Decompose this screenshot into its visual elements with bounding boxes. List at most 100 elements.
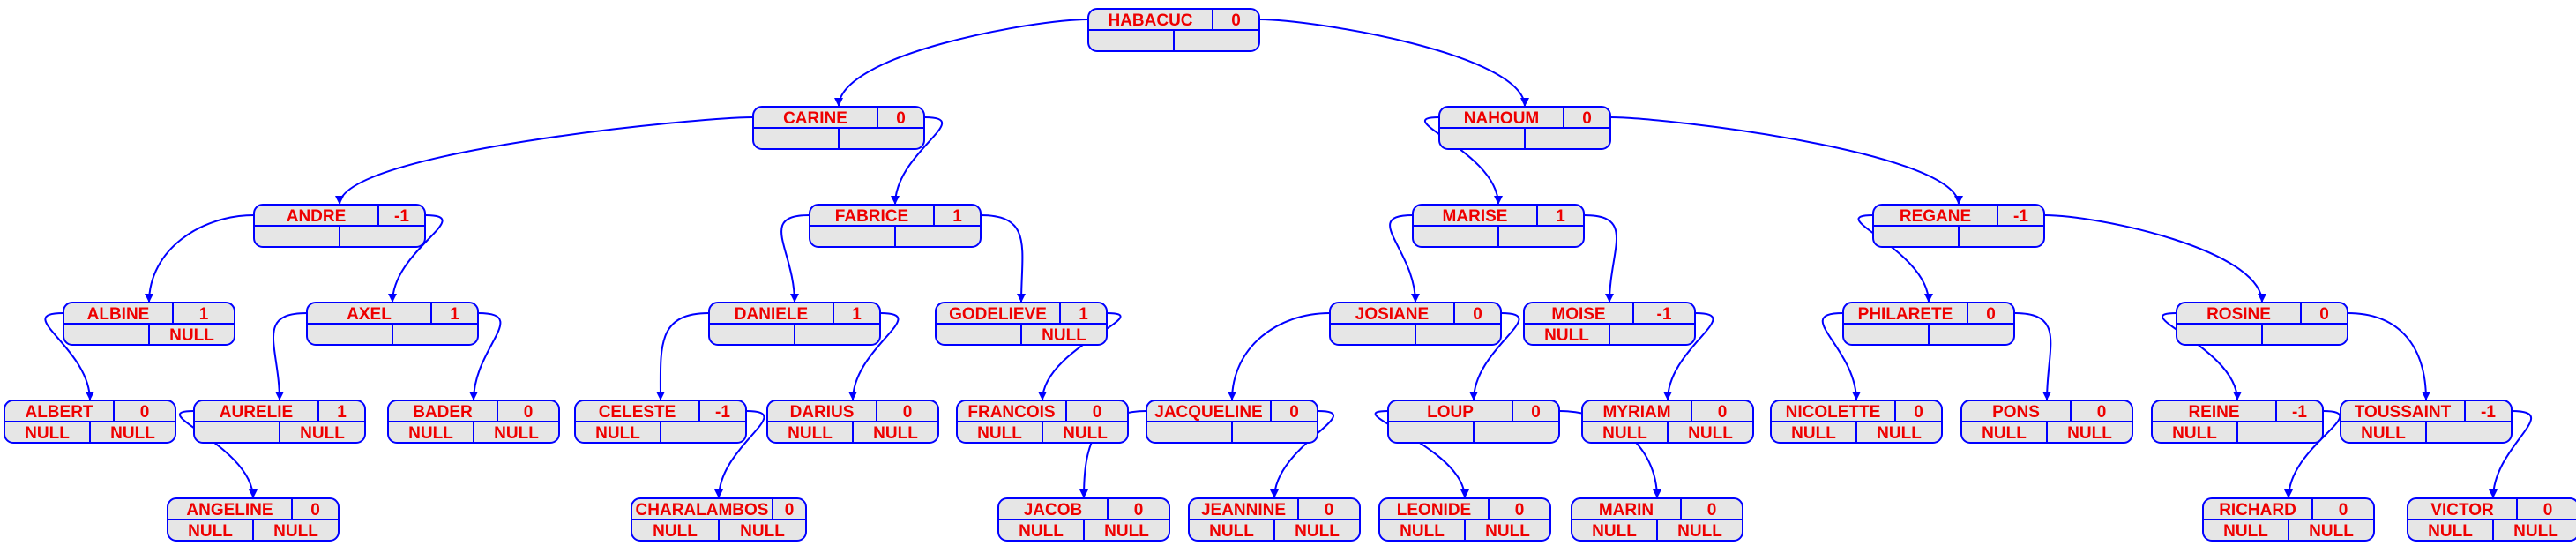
node-balance: 1 — [337, 403, 347, 422]
edge-arrowhead — [388, 294, 397, 303]
tree-edge — [1231, 312, 1331, 401]
node-balance: -1 — [1657, 305, 1672, 324]
node-name: RICHARD — [2219, 501, 2296, 519]
edge-arrowhead — [656, 392, 665, 400]
node-name: LOUP — [1427, 403, 1474, 422]
node-name: MOISE — [1551, 305, 1605, 324]
node-left-child: NULL — [1019, 522, 1064, 541]
node-right-child: NULL — [2067, 424, 2112, 443]
node-right-child: NULL — [169, 326, 214, 345]
node-balance: -1 — [2292, 403, 2307, 422]
tree-edge — [392, 214, 444, 303]
node-left-child: NULL — [1544, 326, 1589, 345]
tree-edge — [1389, 214, 1416, 303]
node-left-child: NULL — [1602, 424, 1647, 443]
edge-arrowhead — [1954, 196, 1963, 205]
tree-edge — [273, 312, 308, 401]
tree-edge — [2492, 410, 2533, 499]
node-balance: 0 — [1289, 403, 1299, 422]
node-name: CHARALAMBOS — [636, 501, 769, 519]
tree-edge — [1258, 19, 1526, 108]
node-right-child: NULL — [1677, 522, 1722, 541]
node-left-child: NULL — [1592, 522, 1637, 541]
node-name: MYRIAM — [1602, 403, 1670, 422]
node-name: REINE — [2188, 403, 2239, 422]
edge-arrowhead — [1520, 98, 1529, 107]
node-name: AURELIE — [220, 403, 293, 422]
node-balance: 1 — [199, 305, 209, 324]
edge-arrowhead — [1605, 294, 1614, 303]
edge-arrowhead — [1494, 196, 1503, 205]
node-name: CELESTE — [599, 403, 676, 422]
node-name: JOSIANE — [1355, 305, 1429, 324]
edge-arrowhead — [1663, 392, 1672, 400]
node-left-child: NULL — [1982, 424, 2027, 443]
node-balance: -1 — [394, 207, 409, 226]
edge-arrowhead — [2258, 294, 2266, 303]
tree-edge — [339, 116, 754, 206]
edge-arrowhead — [790, 294, 799, 303]
node-name: ROSINE — [2206, 305, 2271, 324]
node-right-child: NULL — [110, 424, 155, 443]
tree-edge — [148, 214, 255, 303]
node-balance: 0 — [1707, 501, 1717, 519]
node-balance: 0 — [1134, 501, 1144, 519]
node-balance: 0 — [1582, 109, 1592, 128]
tree-node: REGANE-1 — [1872, 204, 2045, 248]
tree-edge — [718, 410, 765, 499]
node-name: JACQUELINE — [1154, 403, 1262, 422]
node-balance: 0 — [140, 403, 150, 422]
node-right-child: NULL — [1063, 424, 1108, 443]
tree-edge — [1473, 312, 1520, 401]
edge-arrowhead — [1079, 489, 1088, 498]
tree-node: JACQUELINE 0 — [1146, 400, 1318, 444]
node-name: GODELIEVE — [949, 305, 1047, 324]
node-balance: 0 — [1325, 501, 1334, 519]
tree-node: JOSIANE 0 — [1329, 302, 1502, 346]
node-left-child: NULL — [977, 424, 1022, 443]
node-balance: 0 — [903, 403, 913, 422]
node-balance: 0 — [1473, 305, 1482, 324]
edge-arrowhead — [2284, 489, 2293, 498]
node-name: PHILARETE — [1858, 305, 1953, 324]
tree-edge — [980, 214, 1024, 303]
node-name: ALBERT — [25, 403, 93, 422]
node-right-child: NULL — [740, 522, 785, 541]
edge-arrowhead — [335, 196, 344, 205]
node-left-child: NULL — [408, 424, 453, 443]
edge-arrowhead — [1469, 392, 1478, 400]
node-balance: 0 — [1515, 501, 1525, 519]
edge-arrowhead — [469, 392, 478, 400]
node-left-child: NULL — [653, 522, 698, 541]
tree-edge — [838, 19, 1089, 108]
edge-arrowhead — [1852, 392, 1861, 400]
edge-arrowhead — [2422, 392, 2430, 400]
tree-edge — [1583, 214, 1617, 303]
edge-arrowhead — [891, 196, 900, 205]
node-right-child: NULL — [873, 424, 918, 443]
node-left-child: NULL — [2172, 424, 2217, 443]
node-balance: 0 — [310, 501, 320, 519]
node-balance: 1 — [1079, 305, 1088, 324]
node-left-child: NULL — [1791, 424, 1836, 443]
node-right-child: NULL — [273, 522, 318, 541]
node-balance: 0 — [1093, 403, 1102, 422]
node-balance: 0 — [2097, 403, 2107, 422]
node-name: BADER — [413, 403, 473, 422]
node-name: ANDRE — [287, 207, 347, 226]
node-left-child: NULL — [2428, 522, 2473, 541]
node-name: JACOB — [1024, 501, 1083, 519]
node-name: CARINE — [783, 109, 847, 128]
node-name: DANIELE — [735, 305, 808, 324]
edge-arrowhead — [1017, 294, 1026, 303]
node-balance: -1 — [2481, 403, 2496, 422]
